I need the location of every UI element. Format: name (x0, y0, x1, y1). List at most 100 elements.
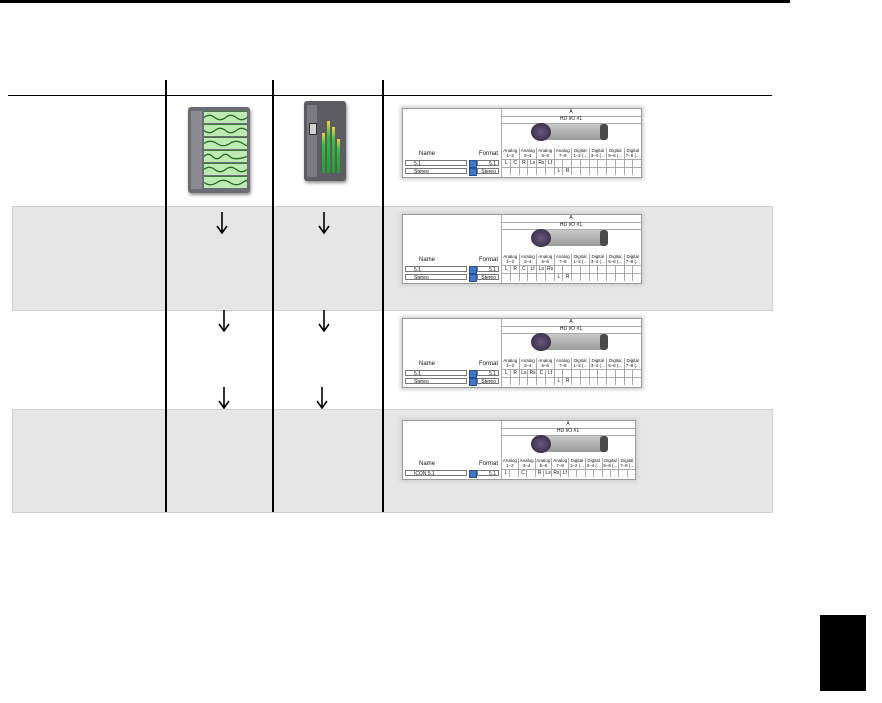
path-active-checkbox[interactable] (469, 370, 477, 378)
channel-assignment-cell[interactable] (606, 168, 616, 175)
channel-assignment-cell[interactable]: Ls (527, 160, 537, 167)
channel-assignment-cell[interactable]: Ls (542, 470, 552, 477)
channel-assignment-cell[interactable] (618, 470, 627, 477)
channel-assignment-cell[interactable] (597, 266, 607, 273)
path-active-checkbox[interactable] (469, 274, 477, 282)
channel-assignment-cell[interactable] (579, 266, 590, 273)
channel-assignment-cell[interactable] (623, 266, 634, 273)
channel-assignment-cell[interactable] (571, 378, 581, 385)
channel-assignment-cell[interactable] (544, 378, 555, 385)
channel-assignment-cell[interactable] (553, 370, 564, 377)
channel-assignment-cell[interactable]: L (553, 168, 564, 175)
channel-assignment-cell[interactable] (597, 370, 607, 377)
channel-assignment-cell[interactable] (606, 378, 616, 385)
channel-assignment-cell[interactable]: R (509, 266, 520, 273)
channel-assignment-cell[interactable] (501, 378, 511, 385)
channel-assignment-cell[interactable] (632, 160, 642, 167)
channel-assignment-cell[interactable] (632, 370, 642, 377)
channel-assignment-cell[interactable] (597, 274, 607, 281)
channel-assignment-cell[interactable]: L (501, 266, 511, 273)
channel-assignment-cell[interactable] (579, 370, 590, 377)
channel-assignment-cell[interactable] (584, 470, 594, 477)
path-active-checkbox[interactable] (469, 266, 477, 274)
channel-assignment-cell[interactable] (614, 378, 625, 385)
channel-assignment-cell[interactable] (632, 274, 642, 281)
channel-assignment-cell[interactable] (623, 168, 634, 175)
channel-assignment-cell[interactable] (632, 266, 642, 273)
channel-assignment-cell[interactable]: C (536, 370, 546, 377)
path-active-checkbox[interactable] (469, 160, 477, 168)
channel-assignment-cell[interactable] (623, 378, 634, 385)
channel-assignment-cell[interactable] (597, 168, 607, 175)
channel-assignment-cell[interactable] (623, 370, 634, 377)
channel-assignment-cell[interactable] (518, 274, 529, 281)
channel-assignment-cell[interactable] (614, 370, 625, 377)
channel-assignment-cell[interactable] (509, 378, 520, 385)
channel-assignment-cell[interactable] (597, 378, 607, 385)
channel-assignment-cell[interactable]: R (562, 168, 572, 175)
channel-assignment-cell[interactable]: Rs (551, 470, 560, 477)
channel-assignment-cell[interactable] (588, 266, 599, 273)
channel-assignment-cell[interactable] (562, 370, 572, 377)
path-active-checkbox[interactable] (469, 168, 477, 176)
channel-assignment-cell[interactable] (536, 274, 546, 281)
channel-assignment-cell[interactable] (527, 274, 537, 281)
channel-assignment-cell[interactable] (623, 160, 634, 167)
channel-assignment-cell[interactable] (579, 168, 590, 175)
channel-assignment-cell[interactable]: R (562, 378, 572, 385)
channel-assignment-cell[interactable] (614, 160, 625, 167)
channel-assignment-cell[interactable]: Rs (527, 370, 537, 377)
channel-assignment-cell[interactable] (509, 274, 520, 281)
channel-assignment-cell[interactable] (501, 168, 511, 175)
channel-assignment-cell[interactable] (571, 370, 581, 377)
channel-assignment-cell[interactable] (571, 168, 581, 175)
channel-assignment-cell[interactable] (553, 266, 564, 273)
channel-assignment-cell[interactable] (632, 168, 642, 175)
channel-assignment-cell[interactable] (509, 168, 520, 175)
channel-assignment-cell[interactable]: R (509, 370, 520, 377)
channel-assignment-cell[interactable] (562, 266, 572, 273)
channel-assignment-cell[interactable] (536, 168, 546, 175)
channel-assignment-cell[interactable] (571, 274, 581, 281)
channel-assignment-cell[interactable] (544, 274, 555, 281)
channel-assignment-cell[interactable] (518, 378, 529, 385)
channel-assignment-cell[interactable] (601, 470, 611, 477)
channel-assignment-cell[interactable] (606, 370, 616, 377)
channel-assignment-cell[interactable]: R (562, 274, 572, 281)
channel-assignment-cell[interactable] (614, 266, 625, 273)
channel-assignment-cell[interactable] (597, 160, 607, 167)
channel-assignment-cell[interactable]: C (518, 266, 529, 273)
channel-assignment-cell[interactable] (606, 266, 616, 273)
channel-assignment-cell[interactable]: Ls (518, 370, 529, 377)
channel-assignment-cell[interactable] (536, 378, 546, 385)
channel-assignment-cell[interactable]: L (501, 160, 511, 167)
channel-assignment-cell[interactable] (632, 378, 642, 385)
channel-assignment-cell[interactable]: R (534, 470, 544, 477)
channel-assignment-cell[interactable]: Rs (536, 160, 546, 167)
channel-assignment-cell[interactable]: L (553, 274, 564, 281)
channel-assignment-cell[interactable] (579, 378, 590, 385)
channel-assignment-cell[interactable]: C (509, 160, 520, 167)
channel-assignment-cell[interactable] (588, 274, 599, 281)
channel-assignment-cell[interactable]: Lf (559, 470, 569, 477)
channel-assignment-cell[interactable] (588, 168, 599, 175)
channel-assignment-cell[interactable] (562, 160, 572, 167)
channel-assignment-cell[interactable] (526, 470, 535, 477)
channel-assignment-cell[interactable] (571, 160, 581, 167)
channel-assignment-cell[interactable] (509, 470, 518, 477)
channel-assignment-cell[interactable] (626, 470, 636, 477)
channel-assignment-cell[interactable] (606, 160, 616, 167)
channel-assignment-cell[interactable] (623, 274, 634, 281)
channel-assignment-cell[interactable]: Lf (527, 266, 537, 273)
channel-assignment-cell[interactable]: L (553, 378, 564, 385)
channel-assignment-cell[interactable] (571, 266, 581, 273)
channel-assignment-cell[interactable]: C (517, 470, 527, 477)
channel-assignment-cell[interactable] (588, 378, 599, 385)
channel-assignment-cell[interactable] (568, 470, 577, 477)
channel-assignment-cell[interactable]: L (501, 470, 510, 477)
channel-assignment-cell[interactable] (609, 470, 619, 477)
path-active-checkbox[interactable] (469, 378, 477, 386)
channel-assignment-cell[interactable] (614, 168, 625, 175)
channel-assignment-cell[interactable] (579, 160, 590, 167)
channel-assignment-cell[interactable] (553, 160, 564, 167)
